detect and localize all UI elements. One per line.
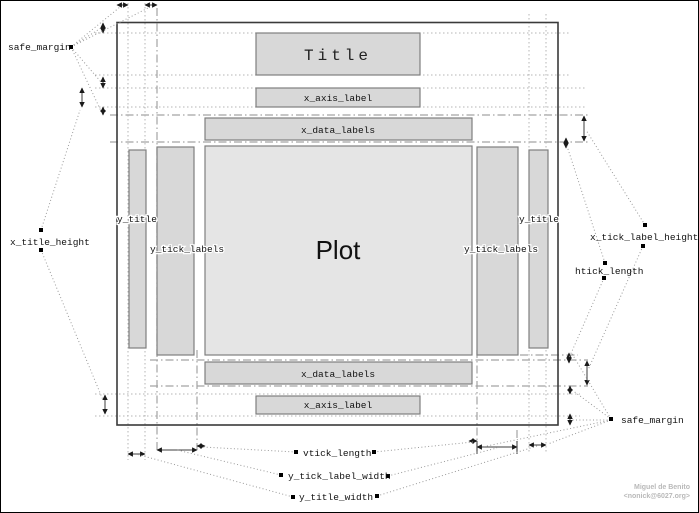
x-title-height-label: x_title_height (10, 237, 90, 248)
y-title-bar-left (128, 149, 147, 349)
anchor-dot (643, 223, 647, 227)
x-data-labels-bottom-text: x_data_labels (301, 369, 375, 380)
title-box (255, 32, 421, 76)
y-tick-labels-bar-right (476, 146, 519, 356)
anchor-dot (372, 450, 376, 454)
anchor-dot (641, 244, 645, 248)
anchor-dot (39, 248, 43, 252)
y-title-width-label: y_title_width (299, 492, 373, 503)
anchor-dot (602, 276, 606, 280)
x-tick-label-height-label: x_tick_label_height (590, 232, 698, 243)
y-tick-labels-left-text: y_tick_labels (150, 244, 224, 255)
x-data-labels-box-top (204, 117, 473, 141)
x-data-labels-top-text: x_data_labels (301, 125, 375, 136)
y-title-left-text: y_title (117, 214, 157, 225)
y-title-right-text: y_title (519, 214, 559, 225)
anchor-dot (609, 417, 613, 421)
credit-author: Miguel de Benito (634, 484, 690, 491)
y-tick-labels-bar-left (156, 146, 195, 356)
annotation-labels: safe_margin x_title_height x_tick_label_… (8, 42, 698, 503)
leader-line (201, 446, 297, 453)
y-title-bar-right (528, 149, 549, 349)
anchor-dot (386, 474, 390, 478)
leader-line (70, 6, 151, 48)
title-box-label: Title (304, 47, 372, 65)
anchor-dot (69, 45, 73, 49)
credit-block: Miguel de Benito <nonick@6027.org> (624, 484, 690, 500)
plot-box-label: Plot (316, 235, 362, 265)
htick-length-label: htick_length (575, 266, 643, 277)
leader-line (70, 27, 102, 48)
chart-outer-rect (116, 21, 559, 426)
leader-line (570, 351, 612, 420)
x-axis-label-box-bottom (255, 395, 421, 415)
layout-boxes (128, 32, 549, 415)
leader-line (566, 145, 606, 264)
anchor-dot (603, 261, 607, 265)
x-axis-label-bottom-text: x_axis_label (304, 400, 373, 411)
plot-box (204, 145, 473, 356)
safe-margin-label-top-left: safe_margin (8, 42, 71, 53)
leader-line (376, 445, 538, 497)
leader-line (568, 277, 605, 359)
anchor-dot (294, 450, 298, 454)
anchor-dot (39, 228, 43, 232)
anchor-dot (375, 494, 379, 498)
y-tick-labels-right-text: y_tick_labels (464, 244, 538, 255)
leader-line (40, 109, 81, 231)
x-axis-label-box-top (255, 87, 421, 108)
leader-line (70, 6, 121, 48)
x-data-labels-box-bottom (204, 361, 473, 385)
leader-line (587, 245, 644, 371)
leader-line (176, 449, 282, 476)
credit-email: <nonick@6027.org> (624, 493, 690, 500)
vtick-length-label: vtick_length (303, 448, 371, 459)
x-axis-label-top-text: x_axis_label (304, 93, 373, 104)
anchor-dot (279, 473, 283, 477)
leader-lines (40, 6, 646, 498)
leader-line (70, 46, 102, 83)
leader-line (571, 389, 612, 420)
anchor-dot (291, 495, 295, 499)
box-captions: Title x_axis_label x_data_labels Plot y_… (116, 47, 561, 411)
safe-margin-label-bottom-right: safe_margin (621, 415, 684, 426)
anchor-dots (39, 45, 647, 499)
y-tick-label-width-label: y_tick_label_width (288, 471, 391, 482)
